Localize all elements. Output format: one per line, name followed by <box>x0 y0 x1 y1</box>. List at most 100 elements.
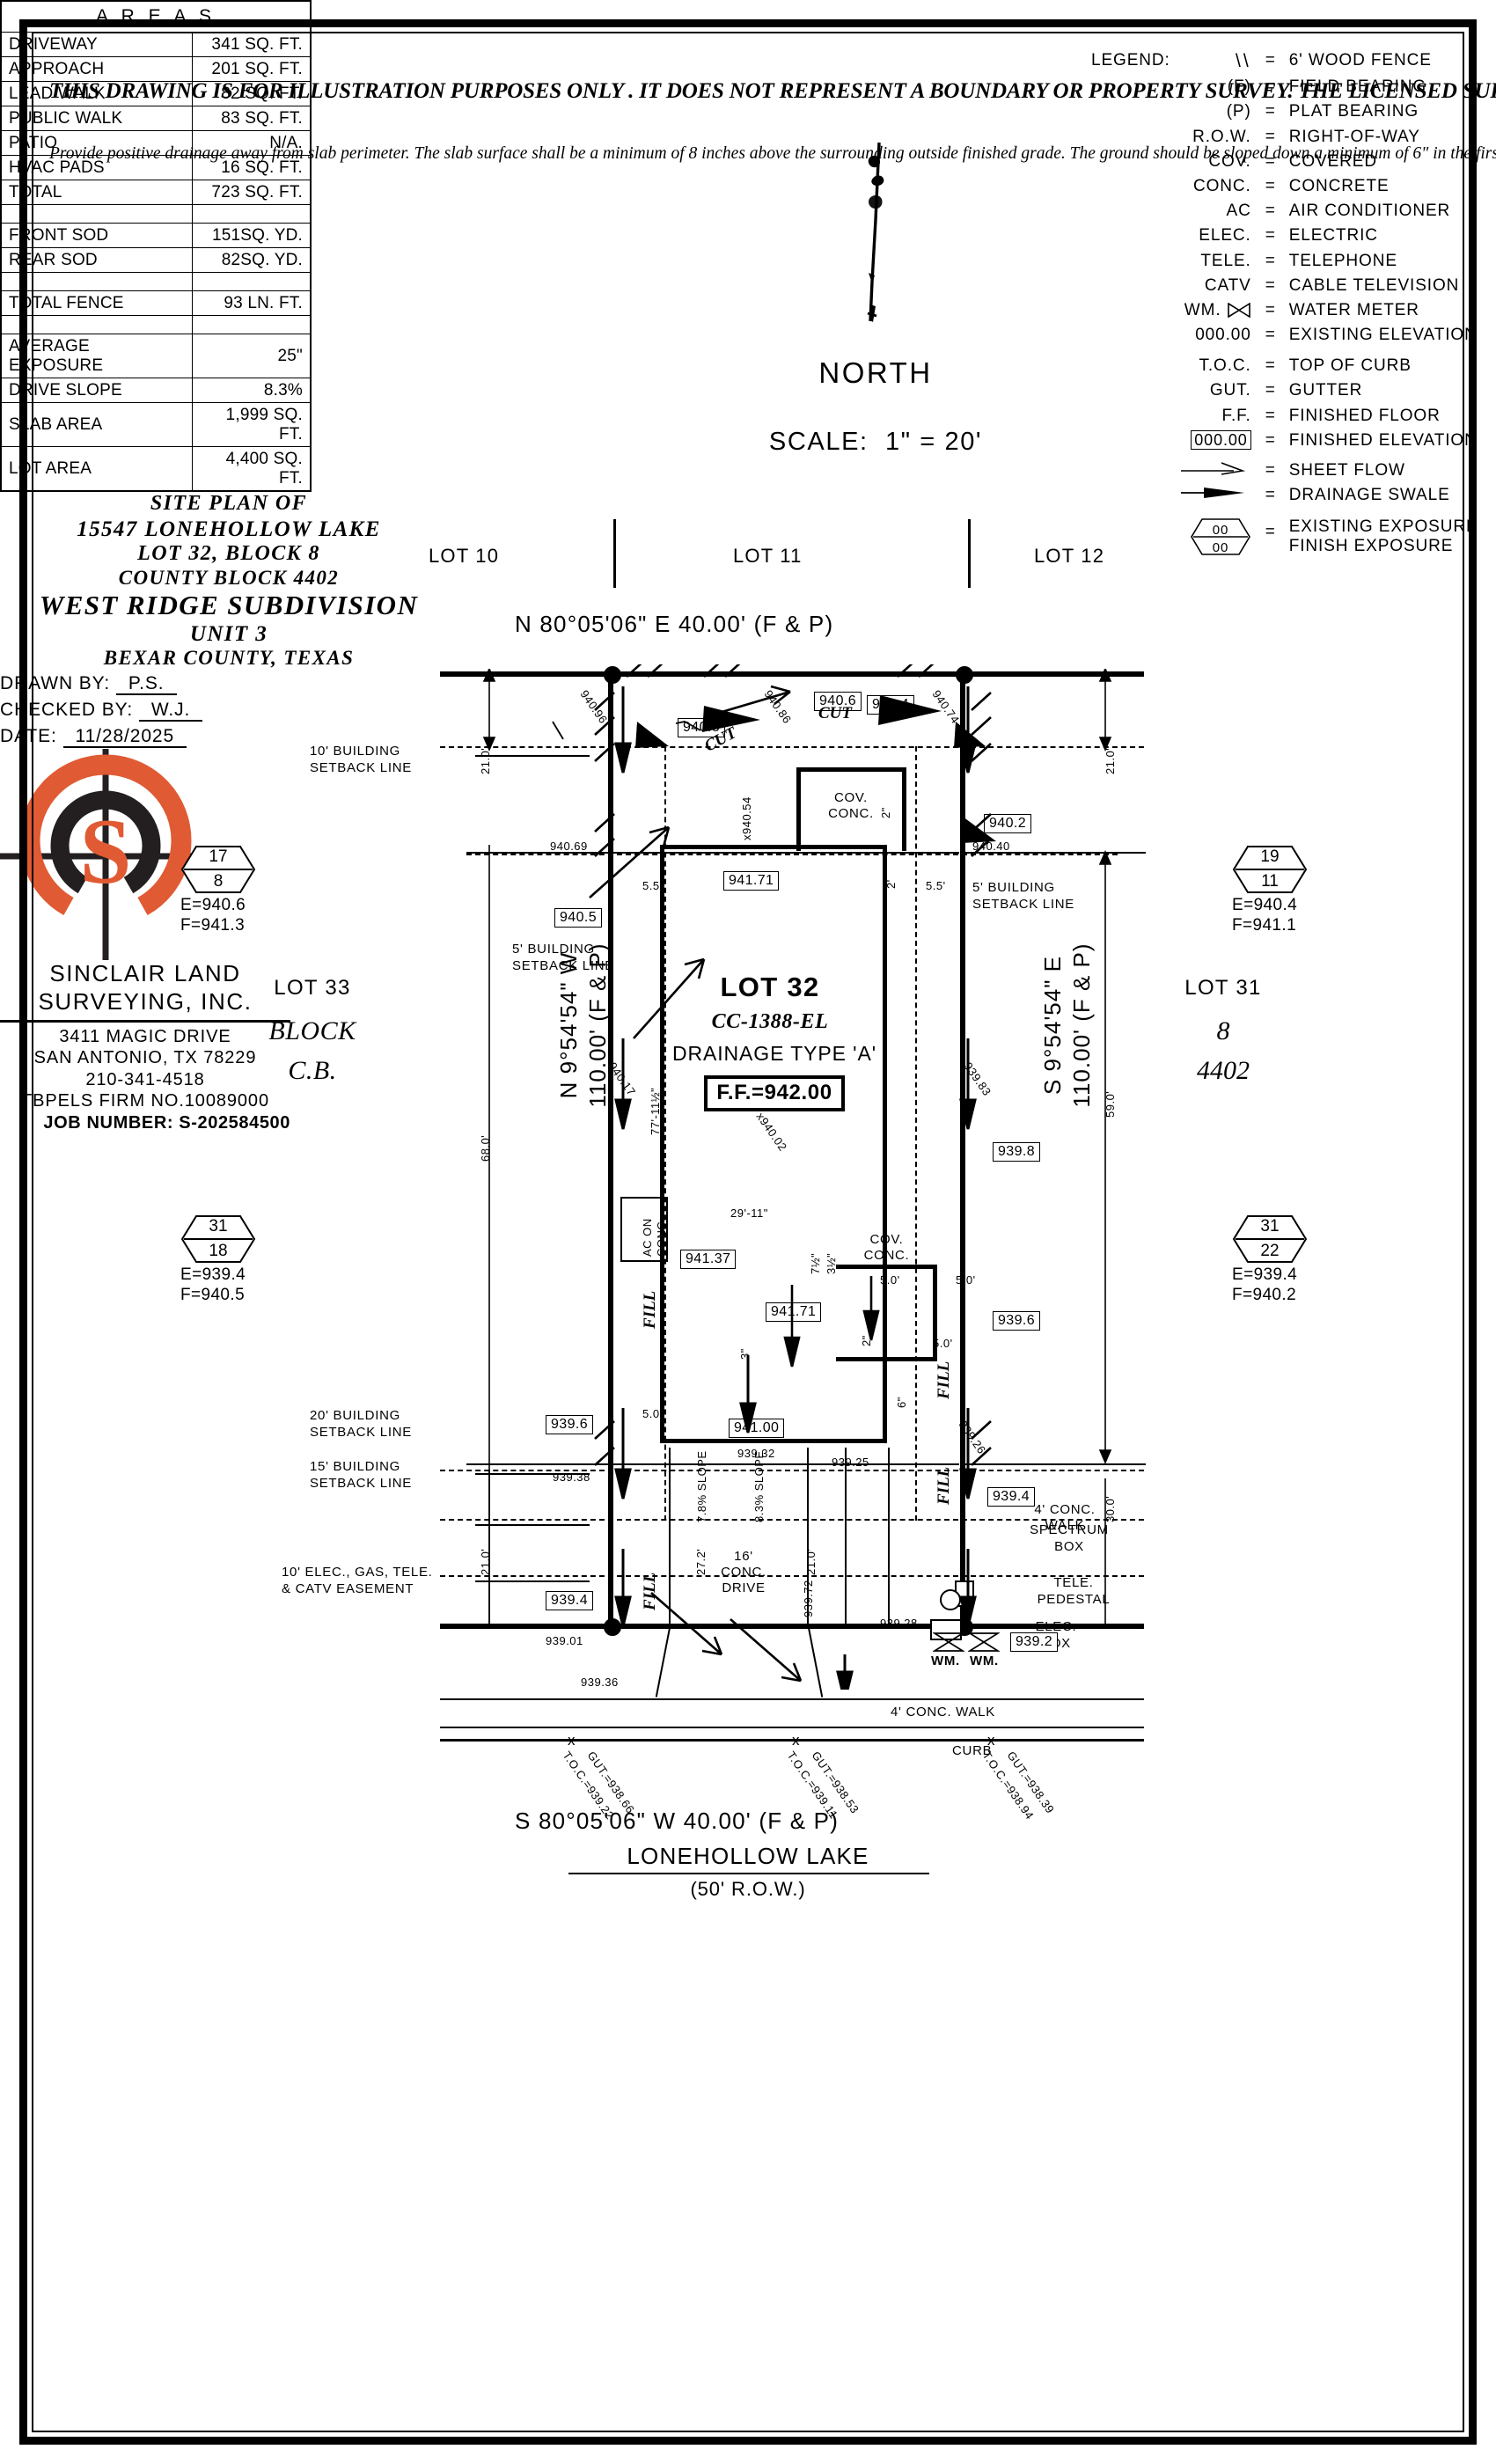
legend-sym-existing-elev: 000.00 <box>1195 326 1251 345</box>
legend-desc-plat-bearing: PLAT BEARING <box>1288 102 1419 121</box>
date-row: DATE: 11/28/2025 <box>0 723 1496 750</box>
dim-5ft-b: 5.0' <box>933 1337 953 1350</box>
hex-bottom-value: 11 <box>1261 872 1279 891</box>
areas-val-drive-slope: 8.3% <box>192 378 310 403</box>
title-line-unit: UNIT 3 <box>189 622 268 647</box>
sheet-inner-border <box>32 32 1464 2432</box>
areas-key-total: TOTAL <box>2 180 193 205</box>
exposure-hex-upper-left: 17 8 E=940.6 F=941.3 <box>180 845 260 935</box>
callout-conc-walk-public: 4' CONC. WALK <box>891 1705 995 1720</box>
center-drainage-type: DRAINAGE TYPE 'A' <box>672 1042 876 1065</box>
west-property-line <box>608 671 613 1629</box>
svg-text:00: 00 <box>1212 540 1228 555</box>
legend-eq: = <box>1265 176 1276 195</box>
legend-desc-existing-exposure: EXISTING EXPOSURE <box>1288 517 1478 537</box>
spot-elev-939-01: 939.01 <box>546 1634 583 1647</box>
legend-sym-ac: AC <box>1226 202 1251 221</box>
curb-line <box>440 1739 1144 1742</box>
front-property-line <box>440 1624 1144 1629</box>
legend-sym-elec: ELEC. <box>1199 226 1251 246</box>
legend-desc-row: RIGHT-OF-WAY <box>1288 127 1420 146</box>
company-logo-icon: S <box>0 749 211 961</box>
legend-sym-cov: COV. <box>1208 151 1251 171</box>
legend-eq: = <box>1265 102 1276 121</box>
ref-line-upper <box>466 852 959 854</box>
title-line-county-state: BEXAR COUNTY, TEXAS <box>103 647 355 670</box>
center-plan-code: CC-1388-EL <box>711 1010 829 1033</box>
job-number: JOB NUMBER: S-202584500 <box>43 1113 290 1133</box>
table-row-spacer <box>2 272 310 291</box>
legend-desc-conc: CONCRETE <box>1288 176 1390 195</box>
dim-5ft-d: 5.0' <box>880 1273 900 1287</box>
legend-sym-field-bearing: (F) <box>1227 77 1251 97</box>
hex-existing-elev: E=940.6 <box>180 896 246 914</box>
legend-desc-tele: TELEPHONE <box>1288 251 1397 270</box>
company-name-line2: SURVEYING, INC. <box>38 987 253 1015</box>
legend-desc-ff: FINISHED FLOOR <box>1288 406 1441 425</box>
areas-val-total-fence: 93 LN. FT. <box>192 290 310 316</box>
legend-eq: = <box>1265 300 1276 319</box>
company-phone: 210-341-4518 <box>85 1069 205 1089</box>
setback-line-20ft <box>440 1470 1144 1471</box>
legend-sym-ff: F.F. <box>1221 406 1251 425</box>
ref-line-upper-right <box>965 852 1146 854</box>
callout-easement-10ft: 10' ELEC., GAS, TELE.& CATV EASEMENT <box>282 1565 433 1596</box>
leader-setback-15ft <box>475 1524 590 1526</box>
areas-val-average-exposure: 25" <box>192 334 310 378</box>
title-line-address: 15547 LONEHOLLOW LAKE <box>77 517 381 541</box>
callout-cov-conc-rear: COV.CONC. <box>828 790 874 821</box>
exposure-hex-lower-right: 31 22 E=939.4 F=940.2 <box>1232 1214 1311 1305</box>
callout-conc-walk-lead: 4' CONC.WALK <box>1034 1502 1096 1533</box>
curb-tick-right: x <box>987 1732 995 1749</box>
driveway <box>669 1448 810 1628</box>
north-arrow-icon <box>849 141 902 326</box>
north-label-block: NORTH SCALE: 1" = 20' <box>730 326 1021 488</box>
sheet-outer-border <box>19 19 1477 2445</box>
east-property-line <box>960 671 965 1629</box>
legend-desc-drainage-swale: DRAINAGE SWALE <box>1288 486 1450 505</box>
areas-val-slab-area: 1,999 SQ. FT. <box>192 402 310 447</box>
legend-eq: = <box>1265 151 1276 171</box>
left-cb-label: C.B. <box>288 1056 337 1085</box>
center-finished-floor: F.F.=942.00 <box>704 1075 845 1111</box>
exposure-hex-symbol-icon: 00 00 <box>1179 510 1262 567</box>
center-lot-label: LOT 32 <box>720 972 820 1002</box>
street-row: (50' R.O.W.) <box>690 1878 806 1900</box>
legend-eq: = <box>1265 430 1276 450</box>
setback-line-15ft <box>440 1519 1144 1521</box>
public-walk-bottom <box>440 1727 1144 1729</box>
hex-existing-elev: E=939.4 <box>180 1265 246 1284</box>
lead-walk <box>845 1448 891 1628</box>
boxed-elev-939-2: 939.2 <box>1010 1632 1059 1652</box>
areas-key-drive-slope: DRIVE SLOPE <box>2 378 193 403</box>
water-meter-label-2: WM. <box>970 1654 999 1668</box>
exposure-hex-lower-left: 31 18 E=939.4 F=940.5 <box>180 1214 260 1305</box>
exposure-hex-upper-right: 19 11 E=940.4 F=941.1 <box>1232 845 1311 935</box>
legend-sym-row: R.O.W. <box>1192 127 1251 146</box>
water-meter-symbol-1 <box>931 1632 966 1653</box>
side-covered-concrete <box>836 1265 937 1361</box>
easement-line-10ft <box>440 1575 1144 1577</box>
legend-desc-elec: ELECTRIC <box>1288 226 1378 246</box>
bearing-top: N 80°05'06" E 40.00' (F & P) <box>515 611 834 637</box>
boxed-elev-939-4-left: 939.4 <box>546 1591 594 1610</box>
boxed-elev-940-5: 940.5 <box>554 908 603 928</box>
hex-top-value: 31 <box>1260 1217 1280 1236</box>
company-firm-number: TBPELS FIRM NO.10089000 <box>21 1090 269 1111</box>
boxed-elev-940-6: 940.6 <box>814 692 862 711</box>
legend-eq: = <box>1265 226 1276 246</box>
areas-val-blank1 <box>192 204 310 224</box>
legend-sym-plat-bearing: (P) <box>1226 102 1251 121</box>
legend-eq: = <box>1265 326 1276 345</box>
hex-bottom-value: 18 <box>209 1242 228 1260</box>
dim-5ft-a: 5.0' <box>642 1407 663 1420</box>
right-block-label: 8 <box>1216 1016 1230 1045</box>
